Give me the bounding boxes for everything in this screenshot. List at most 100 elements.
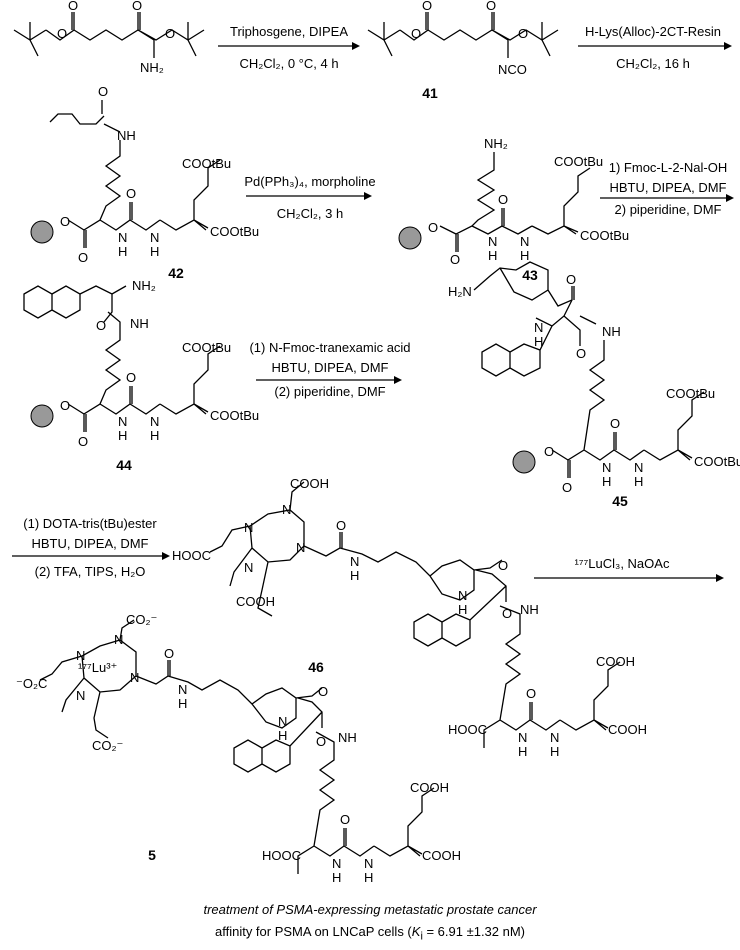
carboxylate-label-5a: CO₂⁻ — [126, 612, 157, 627]
reagent-step-5-line1: (1) N-Fmoc-tranexamic acid — [249, 340, 410, 355]
arrow-step-4: 1) Fmoc-L-2-Nal-OH HBTU, DIPEA, DMF 2) p… — [600, 160, 734, 217]
dota-n-5d: N — [76, 688, 85, 703]
amide-nh-44: NH — [130, 316, 149, 331]
reagent-step-2-above: H-Lys(Alloc)-2CT-Resin — [585, 24, 721, 39]
amide-oxygen-5b: O — [318, 684, 328, 699]
cooh-label-5b: COOH — [422, 848, 461, 863]
reagent-step-7-above: ¹⁷⁷LuCl₃, NaOAc — [575, 556, 670, 571]
amine-label: NH₂ — [140, 60, 164, 75]
caption-affinity: affinity for PSMA on LNCaP cells (Ki = 6… — [0, 924, 740, 943]
urea-n-42a: N — [118, 230, 127, 245]
amide-oxygen-45a: O — [566, 272, 576, 287]
carbonyl-oxygen-2: O — [132, 0, 142, 13]
reaction-scheme: O O O O NH₂ Triphosgene, DIPEA CH₂Cl₂, 0… — [12, 0, 740, 885]
amine-label-43: NH₂ — [484, 136, 508, 151]
amide-h-46b: H — [458, 602, 467, 617]
alloc-nh: NH — [117, 128, 136, 143]
cooh-label-46b: COOH — [236, 594, 275, 609]
carbonyl-oxygen-1: O — [68, 0, 78, 13]
urea-h-46b: H — [550, 744, 559, 759]
ester-label-45b: COOtBu — [694, 454, 740, 469]
compound-label-45: 45 — [612, 493, 628, 509]
dota-n-46d: N — [244, 560, 253, 575]
dota-n-46a: N — [282, 502, 291, 517]
di-tert-butyl-glutamate-structure: O O O O NH₂ — [13, 0, 205, 75]
arrow-step-3: Pd(PPh₃)₄, morpholine CH₂Cl₂, 3 h — [244, 174, 375, 221]
dota-n-5a: N — [114, 632, 123, 647]
amide-oxygen-46c: O — [502, 606, 512, 621]
urea-h-45a: H — [602, 474, 611, 489]
urea-oxygen-5: O — [340, 812, 350, 827]
urea-oxygen-45: O — [610, 416, 620, 431]
amine-label-44: NH₂ — [132, 278, 156, 293]
compound-label-42: 42 — [168, 265, 184, 281]
urea-oxygen-42: O — [126, 186, 136, 201]
cooh-label-46a: COOH — [290, 476, 329, 491]
reagent-step-6-line2: HBTU, DIPEA, DMF — [31, 536, 148, 551]
amide-oxygen-5c: O — [316, 734, 326, 749]
cooh-label-5a: COOH — [410, 780, 449, 795]
urea-h-42b: H — [150, 244, 159, 259]
hooc-label-46b: HOOC — [448, 722, 487, 737]
amide-n-5b: N — [278, 714, 287, 729]
cooh-label-46d: COOH — [608, 722, 647, 737]
compound-label-46: 46 — [308, 659, 324, 675]
ester-label-44a: COOtBu — [182, 340, 231, 355]
urea-n-43b: N — [520, 234, 529, 249]
amide-h-5b: H — [278, 728, 287, 743]
carbonyl-oxygen-42: O — [78, 250, 88, 265]
urea-h-46a: H — [518, 744, 527, 759]
amide-n-5a: N — [178, 682, 187, 697]
compound-5-structure: CO₂⁻ ⁻O₂C CO₂⁻ ¹⁷⁷Lu³⁺ N N N N O N H O N… — [16, 612, 461, 885]
carbonyl-oxygen-44: O — [78, 434, 88, 449]
amide-oxygen-44: O — [96, 318, 106, 333]
alloc-oxygen: O — [98, 84, 108, 99]
urea-h-43a: H — [488, 248, 497, 263]
amide-n-46b: N — [458, 588, 467, 603]
amide-h-45a: H — [534, 334, 543, 349]
hooc-label-5: HOOC — [262, 848, 301, 863]
ester-oxygen-1: O — [57, 26, 67, 41]
dota-n-46c: N — [296, 540, 305, 555]
carboxylate-label-5c: CO₂⁻ — [92, 738, 123, 753]
carbonyl-oxygen-41b: O — [486, 0, 496, 13]
urea-h-44b: H — [150, 428, 159, 443]
isocyanate-label: NCO — [498, 62, 527, 77]
ester-label-43a: COOtBu — [554, 154, 603, 169]
urea-oxygen-44: O — [126, 370, 136, 385]
arrow-step-2: H-Lys(Alloc)-2CT-Resin CH₂Cl₂, 16 h — [578, 24, 732, 71]
resin-oxygen-43: O — [428, 220, 438, 235]
cooh-label-46c: COOH — [596, 654, 635, 669]
urea-oxygen-46: O — [526, 686, 536, 701]
reagent-step-5-line2: HBTU, DIPEA, DMF — [271, 360, 388, 375]
resin-oxygen-44: O — [60, 398, 70, 413]
carbonyl-oxygen-41a: O — [422, 0, 432, 13]
resin-oxygen-42: O — [60, 214, 70, 229]
dota-n-5c: N — [130, 670, 139, 685]
compound-43-structure: NH₂ O O N H N H O COOtBu COOtBu — [398, 136, 629, 267]
lutetium-label: ¹⁷⁷Lu³⁺ — [78, 660, 117, 675]
reagent-step-6-line1: (1) DOTA-tris(tBu)ester — [23, 516, 157, 531]
ester-label-42a: COOtBu — [182, 156, 231, 171]
compound-45-structure: H₂N O N H O NH O O N H N H O COOtBu COOt… — [448, 261, 740, 495]
urea-n-44b: N — [150, 414, 159, 429]
amide-nh-5: NH — [338, 730, 357, 745]
arrow-step-5: (1) N-Fmoc-tranexamic acid HBTU, DIPEA, … — [249, 340, 410, 399]
amide-oxygen-45b: O — [576, 346, 586, 361]
urea-oxygen-43: O — [498, 192, 508, 207]
urea-n-45b: N — [634, 460, 643, 475]
caption-application: treatment of PSMA-expressing metastatic … — [203, 902, 537, 917]
urea-h-45b: H — [634, 474, 643, 489]
amide-h-46a: H — [350, 568, 359, 583]
amide-nh-45: NH — [602, 324, 621, 339]
reagent-step-2-below: CH₂Cl₂, 16 h — [616, 56, 690, 71]
reagent-step-1-above: Triphosgene, DIPEA — [230, 24, 348, 39]
carboxylate-label-5b: ⁻O₂C — [16, 676, 47, 691]
urea-h-42a: H — [118, 244, 127, 259]
ki-symbol: K — [411, 924, 421, 939]
urea-n-45a: N — [602, 460, 611, 475]
resin-oxygen-45: O — [544, 444, 554, 459]
arrow-step-6: (1) DOTA-tris(tBu)ester HBTU, DIPEA, DMF… — [12, 516, 170, 579]
caption-affinity-value: = 6.91 ±1.32 nM) — [422, 924, 526, 939]
compound-44-structure: NH₂ O NH O O N H N H O COOtBu COOtBu — [23, 278, 259, 449]
